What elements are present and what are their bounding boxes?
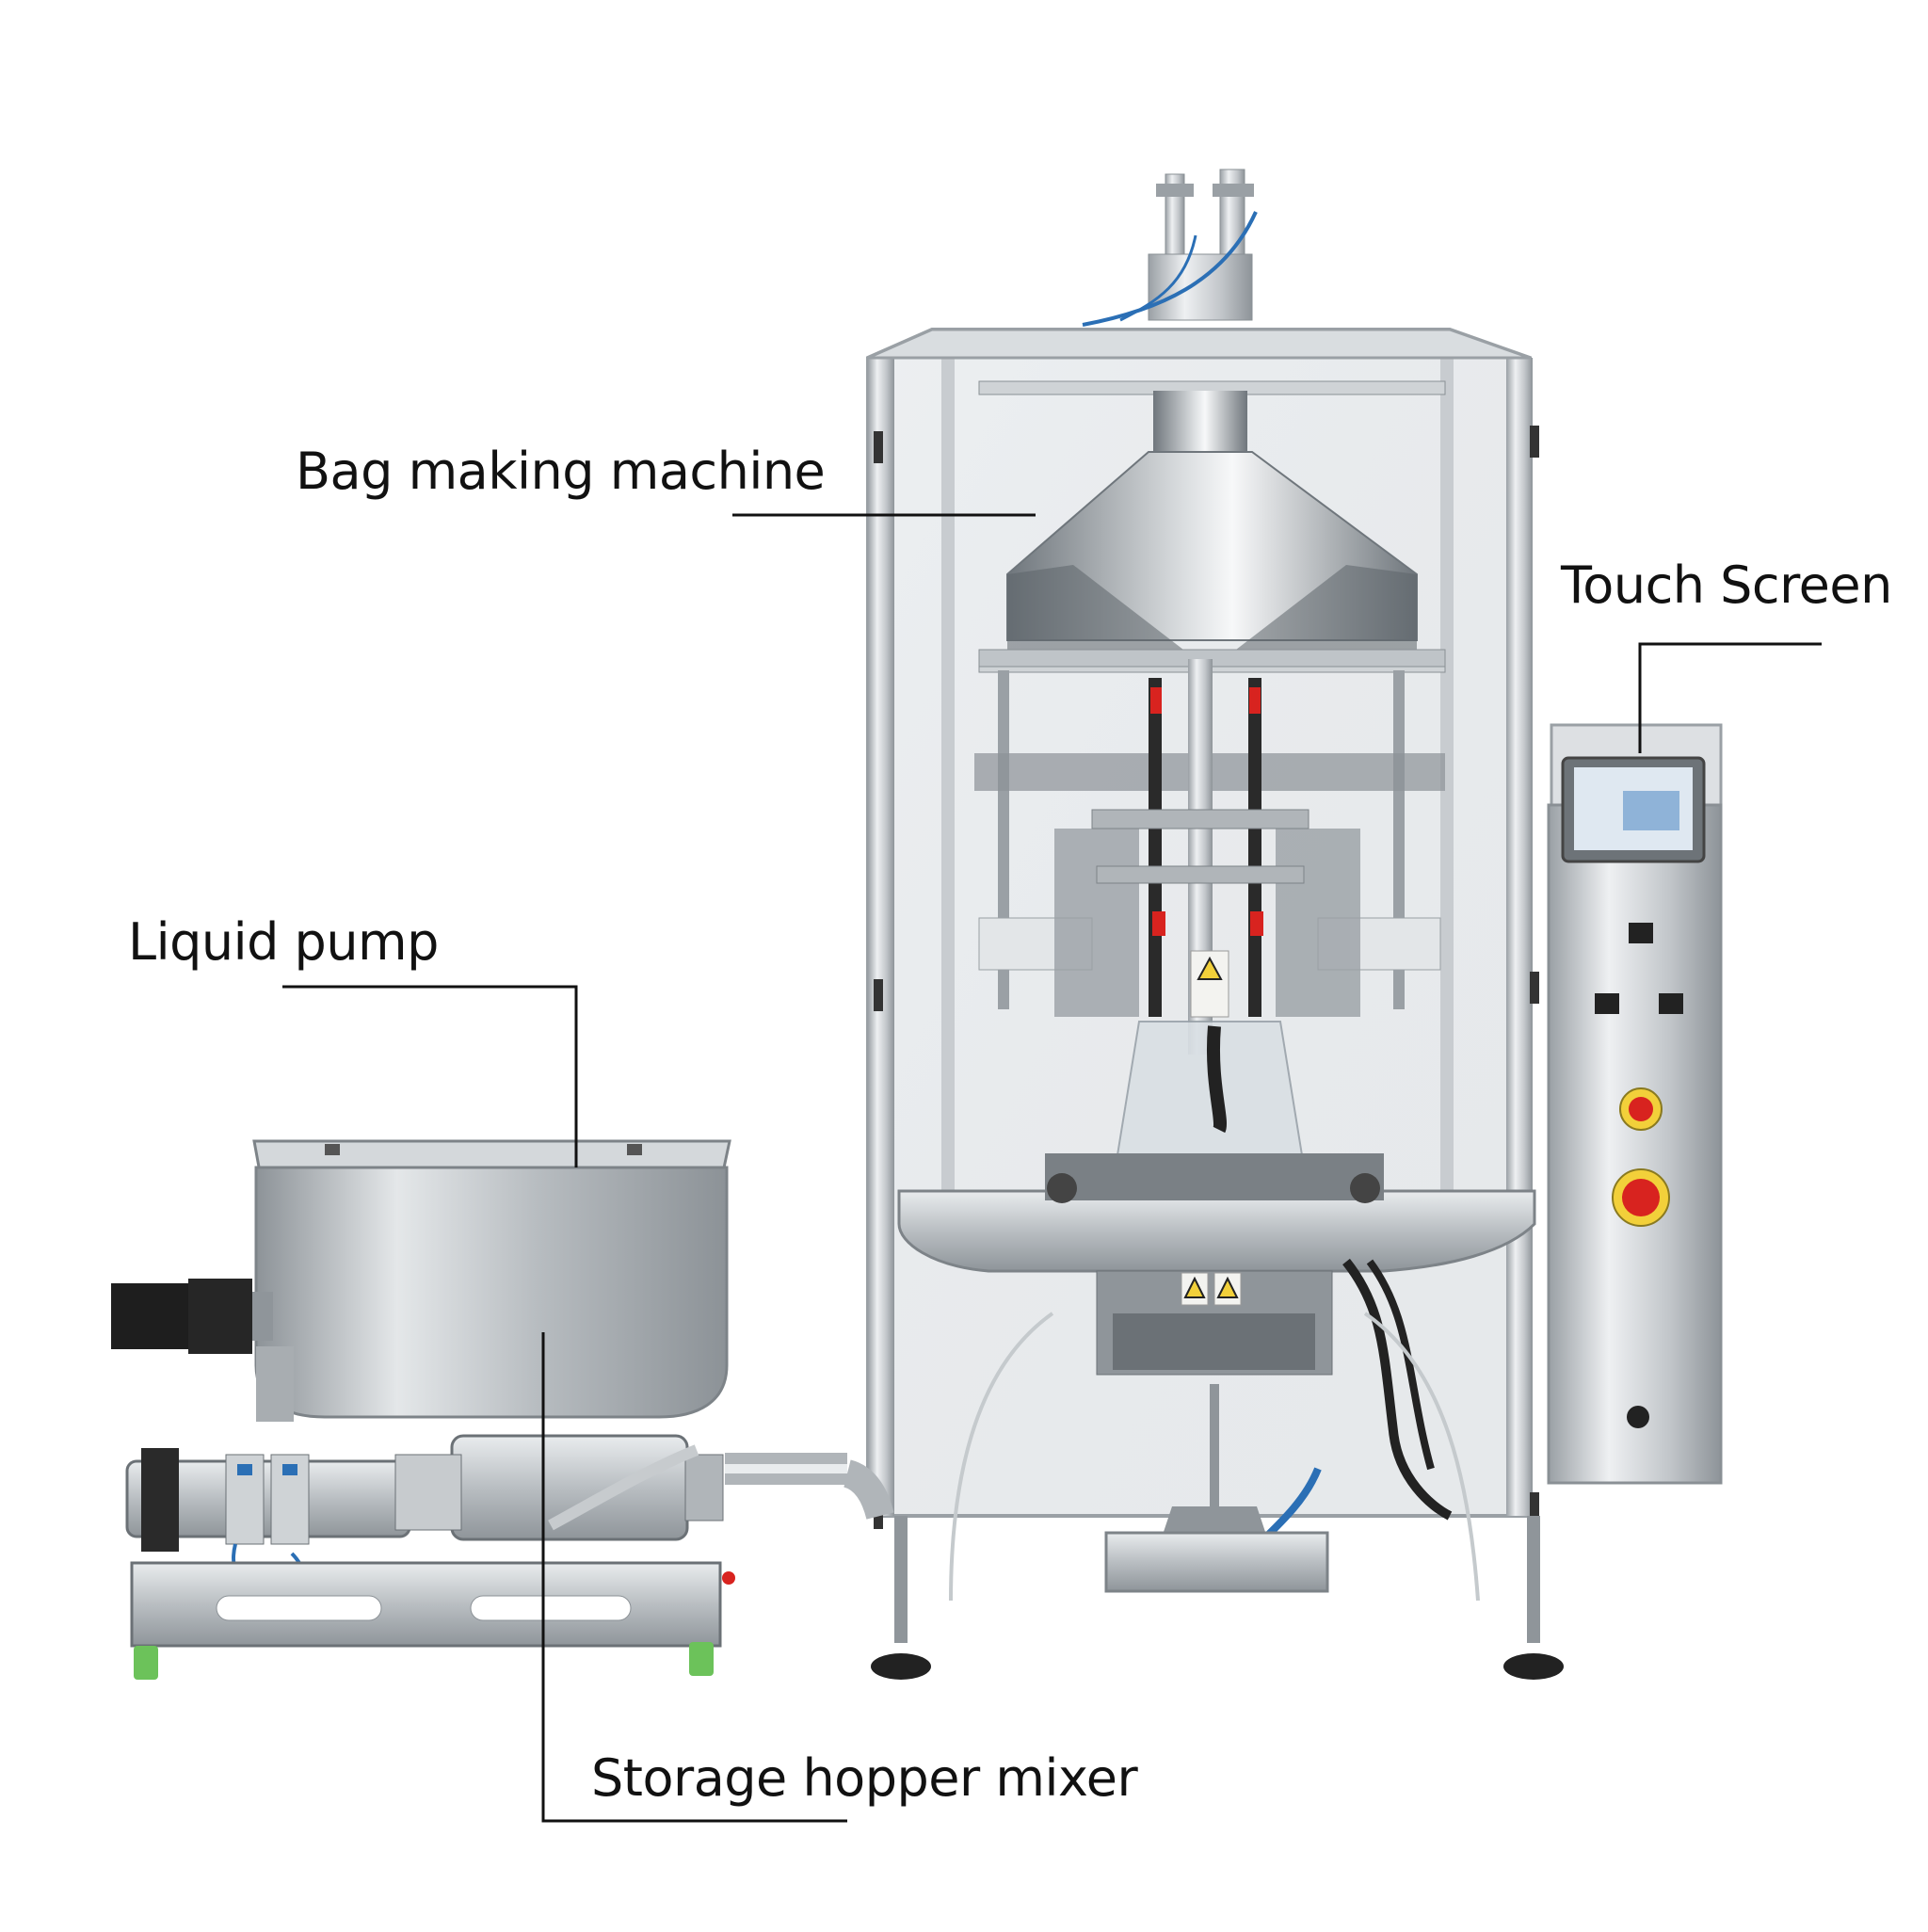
liquid-pump-label: Liquid pump [128,912,439,972]
storage-hopper-mixer-label: Storage hopper mixer [591,1748,1138,1808]
leader-liquid-pump [282,985,578,1167]
filling-tube-assembly [1091,659,1309,1055]
storage-hopper [111,1139,731,1422]
leader-storage-hopper-mixer [541,1332,847,1823]
leader-touch-screen [1638,642,1822,753]
callout-leader-lines [282,513,1822,1823]
touch-screen-label: Touch Screen [1561,555,1892,615]
liquid-pump-unit [111,1139,894,1680]
top-pneumatic-cylinders [1082,169,1258,327]
pump-cylinders [125,1434,894,1603]
forming-funnel [978,391,1446,668]
machine-feet [871,1516,1564,1680]
bag-making-machine-label: Bag making machine [296,442,826,501]
bag-making-machine [866,169,1723,1680]
pump-base-frame [130,1561,735,1680]
plastic-bag [1109,1021,1310,1197]
machine-table [897,1153,1536,1602]
control-cabinet [1547,723,1723,1485]
